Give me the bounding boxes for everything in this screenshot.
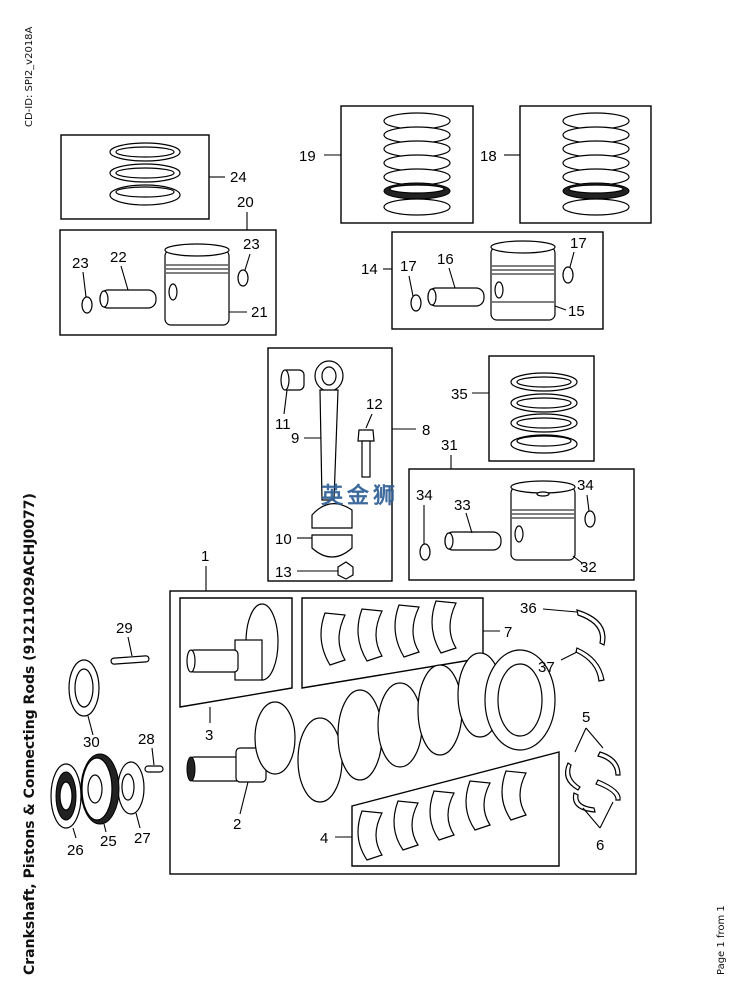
bolt-icon xyxy=(357,429,375,478)
callout-28: 28 xyxy=(138,731,155,748)
piston-icon xyxy=(164,243,230,326)
callout-21: 21 xyxy=(251,304,268,321)
callout-32: 32 xyxy=(580,559,597,576)
seal-26[interactable]: 26 xyxy=(50,763,84,859)
callout-17-left: 17 xyxy=(400,258,417,275)
piston-ring-set-35[interactable]: 35 xyxy=(451,355,595,462)
callout-24: 24 xyxy=(230,169,247,186)
callout-2: 2 xyxy=(233,816,241,833)
callout-37: 37 xyxy=(538,659,555,676)
callout-4: 4 xyxy=(320,830,328,847)
piston-assembly-14[interactable]: 14 15 16 17 17 xyxy=(361,231,604,330)
callout-10: 10 xyxy=(275,531,292,548)
callout-16: 16 xyxy=(437,251,454,268)
washer-27[interactable]: 27 xyxy=(117,761,151,847)
circlip-icon xyxy=(81,269,249,314)
watermark: 英金狮 xyxy=(321,484,400,509)
piston-icon xyxy=(510,480,576,561)
callout-30: 30 xyxy=(83,734,100,751)
piston-pin-icon xyxy=(99,289,157,309)
callout-23-right: 23 xyxy=(243,236,260,253)
callout-3: 3 xyxy=(205,727,213,744)
callout-20: 20 xyxy=(237,194,254,211)
callout-8: 8 xyxy=(422,422,430,439)
piston-assembly-31[interactable]: 31 32 33 34 34 xyxy=(408,437,635,581)
callout-22: 22 xyxy=(110,249,127,266)
ring-stack-icon xyxy=(383,112,451,216)
piston-ring-set-19[interactable]: 19 xyxy=(299,105,474,224)
bushing-icon xyxy=(280,369,305,391)
callout-29: 29 xyxy=(116,620,133,637)
washer-30[interactable]: 30 xyxy=(68,659,100,751)
callout-19: 19 xyxy=(299,148,316,165)
thrust-washer-pair-icon xyxy=(565,751,621,813)
ring-stack-icon xyxy=(562,112,630,216)
ring-stack-icon xyxy=(510,372,578,454)
bearing-shells-icon xyxy=(320,600,457,666)
piston-pin-icon xyxy=(427,287,485,307)
key-28[interactable]: 28 xyxy=(138,731,164,773)
crankshaft-icon xyxy=(186,649,556,803)
callout-1: 1 xyxy=(201,548,209,565)
callout-15: 15 xyxy=(568,303,585,320)
callout-11: 11 xyxy=(275,416,291,433)
callout-7: 7 xyxy=(504,624,512,641)
callout-36: 36 xyxy=(520,600,537,617)
connecting-rod-assembly-8[interactable]: 8 11 9 12 10 13 xyxy=(267,347,430,582)
callout-13: 13 xyxy=(275,564,292,581)
circlip-icon xyxy=(410,266,574,312)
connecting-rod-icon xyxy=(311,360,353,558)
callout-27: 27 xyxy=(134,830,151,847)
key-29[interactable]: 29 xyxy=(110,620,150,665)
callout-34-right: 34 xyxy=(577,477,594,494)
callout-33: 33 xyxy=(454,497,471,514)
callout-26: 26 xyxy=(67,842,84,859)
callout-18: 18 xyxy=(480,148,497,165)
thrust-washer-icon xyxy=(575,609,606,682)
piston-pin-icon xyxy=(444,531,502,551)
circlip-icon xyxy=(419,510,596,561)
gear-25[interactable]: 25 xyxy=(80,753,120,850)
callout-34-left: 34 xyxy=(416,487,433,504)
callout-17-right: 17 xyxy=(570,235,587,252)
piston-assembly-20[interactable]: 20 21 22 23 23 xyxy=(59,194,277,336)
piston-ring-set-24[interactable]: 24 xyxy=(60,134,247,220)
callout-31: 31 xyxy=(441,437,458,454)
crankshaft-assembly-1[interactable]: 1 3 7 xyxy=(169,548,637,875)
callout-5: 5 xyxy=(582,709,590,726)
nut-icon xyxy=(337,561,354,580)
callout-9: 9 xyxy=(291,430,299,447)
callout-25: 25 xyxy=(100,833,117,850)
callout-35: 35 xyxy=(451,386,468,403)
callout-6: 6 xyxy=(596,837,604,854)
callout-23-left: 23 xyxy=(72,255,89,272)
piston-icon xyxy=(490,240,556,321)
piston-ring-set-18[interactable]: 18 xyxy=(480,105,652,224)
bearing-shells-icon xyxy=(357,770,527,861)
callout-12: 12 xyxy=(366,396,383,413)
callout-14: 14 xyxy=(361,261,378,278)
ring-stack-icon xyxy=(109,142,181,206)
crankshaft-front-icon xyxy=(186,603,279,681)
